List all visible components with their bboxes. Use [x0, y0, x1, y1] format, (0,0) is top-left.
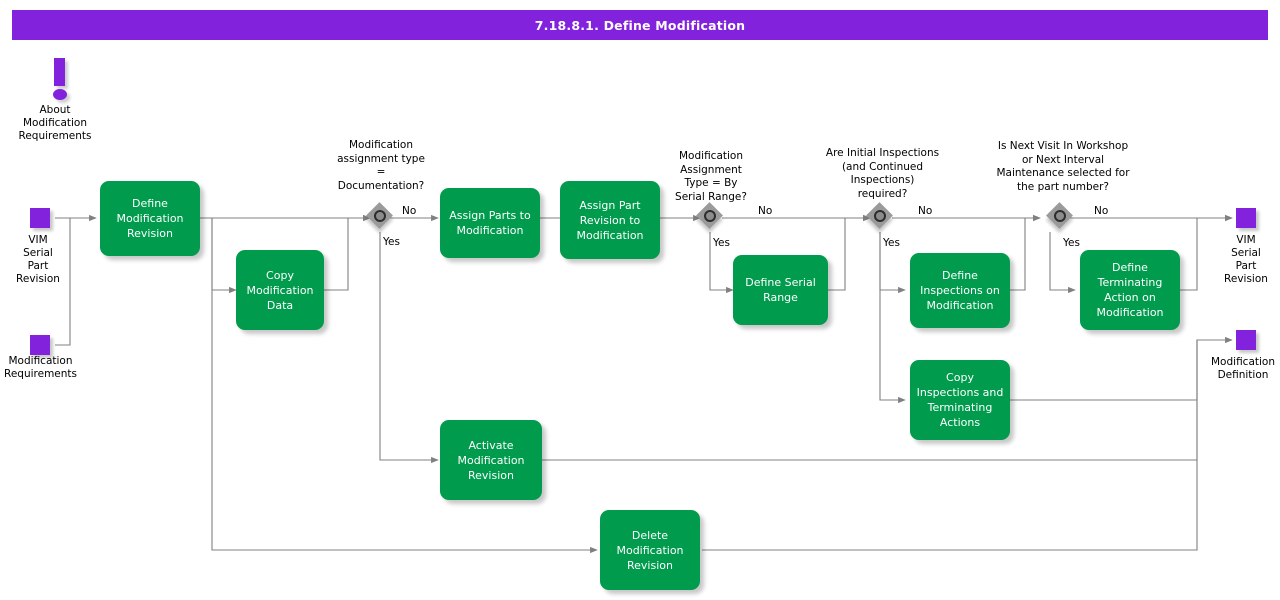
exclamation-icon [44, 58, 76, 102]
terminator-vim-serial-part-revision-start[interactable] [30, 208, 50, 228]
q-line1: Modification [679, 150, 743, 162]
page-title: 7.18.8.1. Define Modification [534, 17, 746, 33]
q-line3: Inspections) [850, 174, 915, 186]
q-line4: required? [857, 187, 908, 200]
terminator-vim-serial-part-revision-end[interactable] [1236, 208, 1256, 228]
decision-question-is-next-visit-in-workshop: Is Next Visit In Workshop or Next Interv… [965, 140, 1161, 194]
page-title-bar: 7.18.8.1. Define Modification [12, 10, 1268, 40]
q-line1: Modification [349, 139, 413, 151]
decision-is-next-visit-in-workshop[interactable] [1046, 202, 1077, 233]
decision-are-initial-inspections-required[interactable] [866, 202, 897, 233]
decision-circle-icon [373, 209, 386, 222]
edge-label-yes-3: Yes [883, 237, 900, 249]
edge-label-yes-1: Yes [383, 236, 400, 248]
edge-label-no-1: No [402, 205, 417, 217]
q-line3: = [376, 166, 386, 178]
q-line4: Serial Range? [675, 190, 747, 203]
note-label-line3: Requirements [18, 130, 92, 142]
q-line1: Are Initial Inspections [825, 147, 940, 159]
decision-circle-icon [703, 209, 716, 222]
q-line2: Assignment [680, 163, 742, 176]
exclamation-dot [53, 89, 67, 100]
terminator-modification-definition-end[interactable] [1236, 330, 1256, 350]
edge-label-yes-4: Yes [1063, 237, 1080, 249]
q-line3: Type = By [684, 177, 738, 189]
edge-label-no-2: No [758, 205, 773, 217]
decision-circle-icon [1053, 209, 1066, 222]
q-line2: (and Continued [841, 160, 924, 173]
exclamation-bar [54, 58, 65, 86]
edge-label-yes-2: Yes [713, 237, 730, 249]
decision-question-modification-assignment-type-documentation: Modification assignment type = Documenta… [320, 139, 442, 193]
q-line3: Maintenance selected for [996, 167, 1130, 179]
edge-label-no-4: No [1094, 205, 1109, 217]
decision-circle-icon [873, 209, 886, 222]
decision-modification-assignment-type-documentation[interactable] [366, 202, 397, 233]
decision-modification-assignment-type-by-serial-range[interactable] [696, 202, 727, 233]
q-line1: Is Next Visit In Workshop [997, 140, 1129, 152]
edge-label-no-3: No [918, 205, 933, 217]
decision-question-are-initial-inspections-required: Are Initial Inspections (and Continued I… [800, 147, 965, 201]
note-label-line1: About [39, 104, 71, 116]
q-line4: the part number? [1017, 180, 1109, 193]
decision-question-modification-assignment-type-by-serial-range: Modification Assignment Type = By Serial… [655, 150, 767, 204]
q-line2: assignment type [337, 152, 425, 165]
terminator-modification-requirements-start[interactable] [30, 335, 50, 355]
note-label: About Modification Requirements [0, 104, 110, 143]
q-line2: or Next Interval [1021, 153, 1105, 166]
note-label-line2: Modification [23, 117, 87, 129]
q-line4: Documentation? [337, 179, 425, 192]
